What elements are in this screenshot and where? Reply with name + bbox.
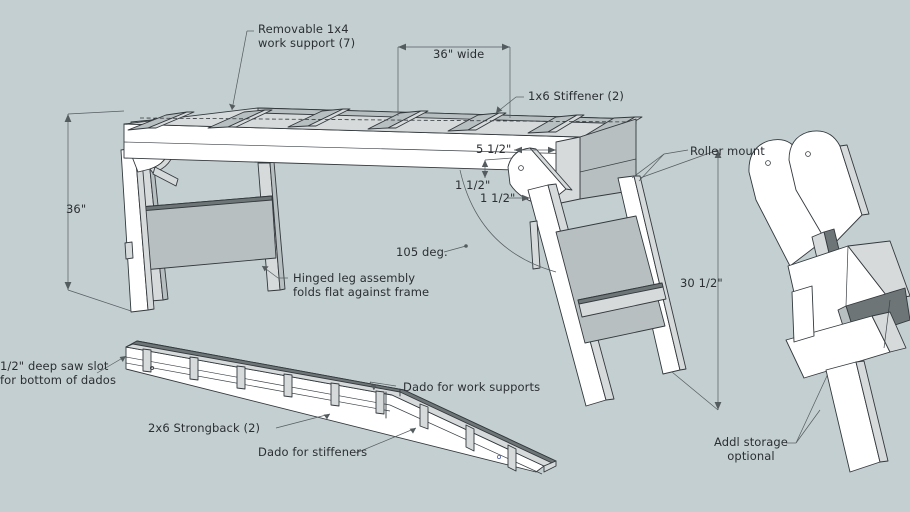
label-offset-1-5-a: 1 1/2" <box>455 178 491 192</box>
main-assembly-view <box>120 107 687 407</box>
label-dado-work-supports: Dado for work supports <box>403 380 541 394</box>
label-angle: 105 deg. <box>396 245 448 259</box>
left-rear-brace <box>152 166 179 187</box>
label-work-support: Removable 1x4 work support (7) <box>258 22 356 50</box>
label-stiffener: 1x6 Stiffener (2) <box>528 89 625 103</box>
right-shelf-panel <box>555 215 667 344</box>
label-strongback: 2x6 Strongback (2) <box>148 421 261 435</box>
label-addl-storage: Addl storage optional <box>713 435 788 463</box>
label-leg-height-dim: 30 1/2" <box>680 276 723 290</box>
folded-front-leg <box>788 130 870 249</box>
label-offset-1-5-b: 1 1/2" <box>480 191 516 205</box>
dado-slots <box>142 348 517 472</box>
label-width-dim: 36" wide <box>433 47 485 61</box>
dimension-lines <box>64 30 841 444</box>
label-saw-slot: 1/2" deep saw slot for bottom of dados <box>0 359 117 387</box>
strongback-detail-view <box>96 340 557 475</box>
label-dado-stiffeners: Dado for stiffeners <box>258 445 368 459</box>
label-offset-5-5: 5 1/2" <box>476 142 512 156</box>
label-roller-mount: Roller mount <box>690 144 765 158</box>
folded-assembly-view <box>748 130 910 473</box>
label-height-dim: 36" <box>66 202 87 216</box>
label-hinged-leg: Hinged leg assembly folds flat against f… <box>293 271 430 299</box>
